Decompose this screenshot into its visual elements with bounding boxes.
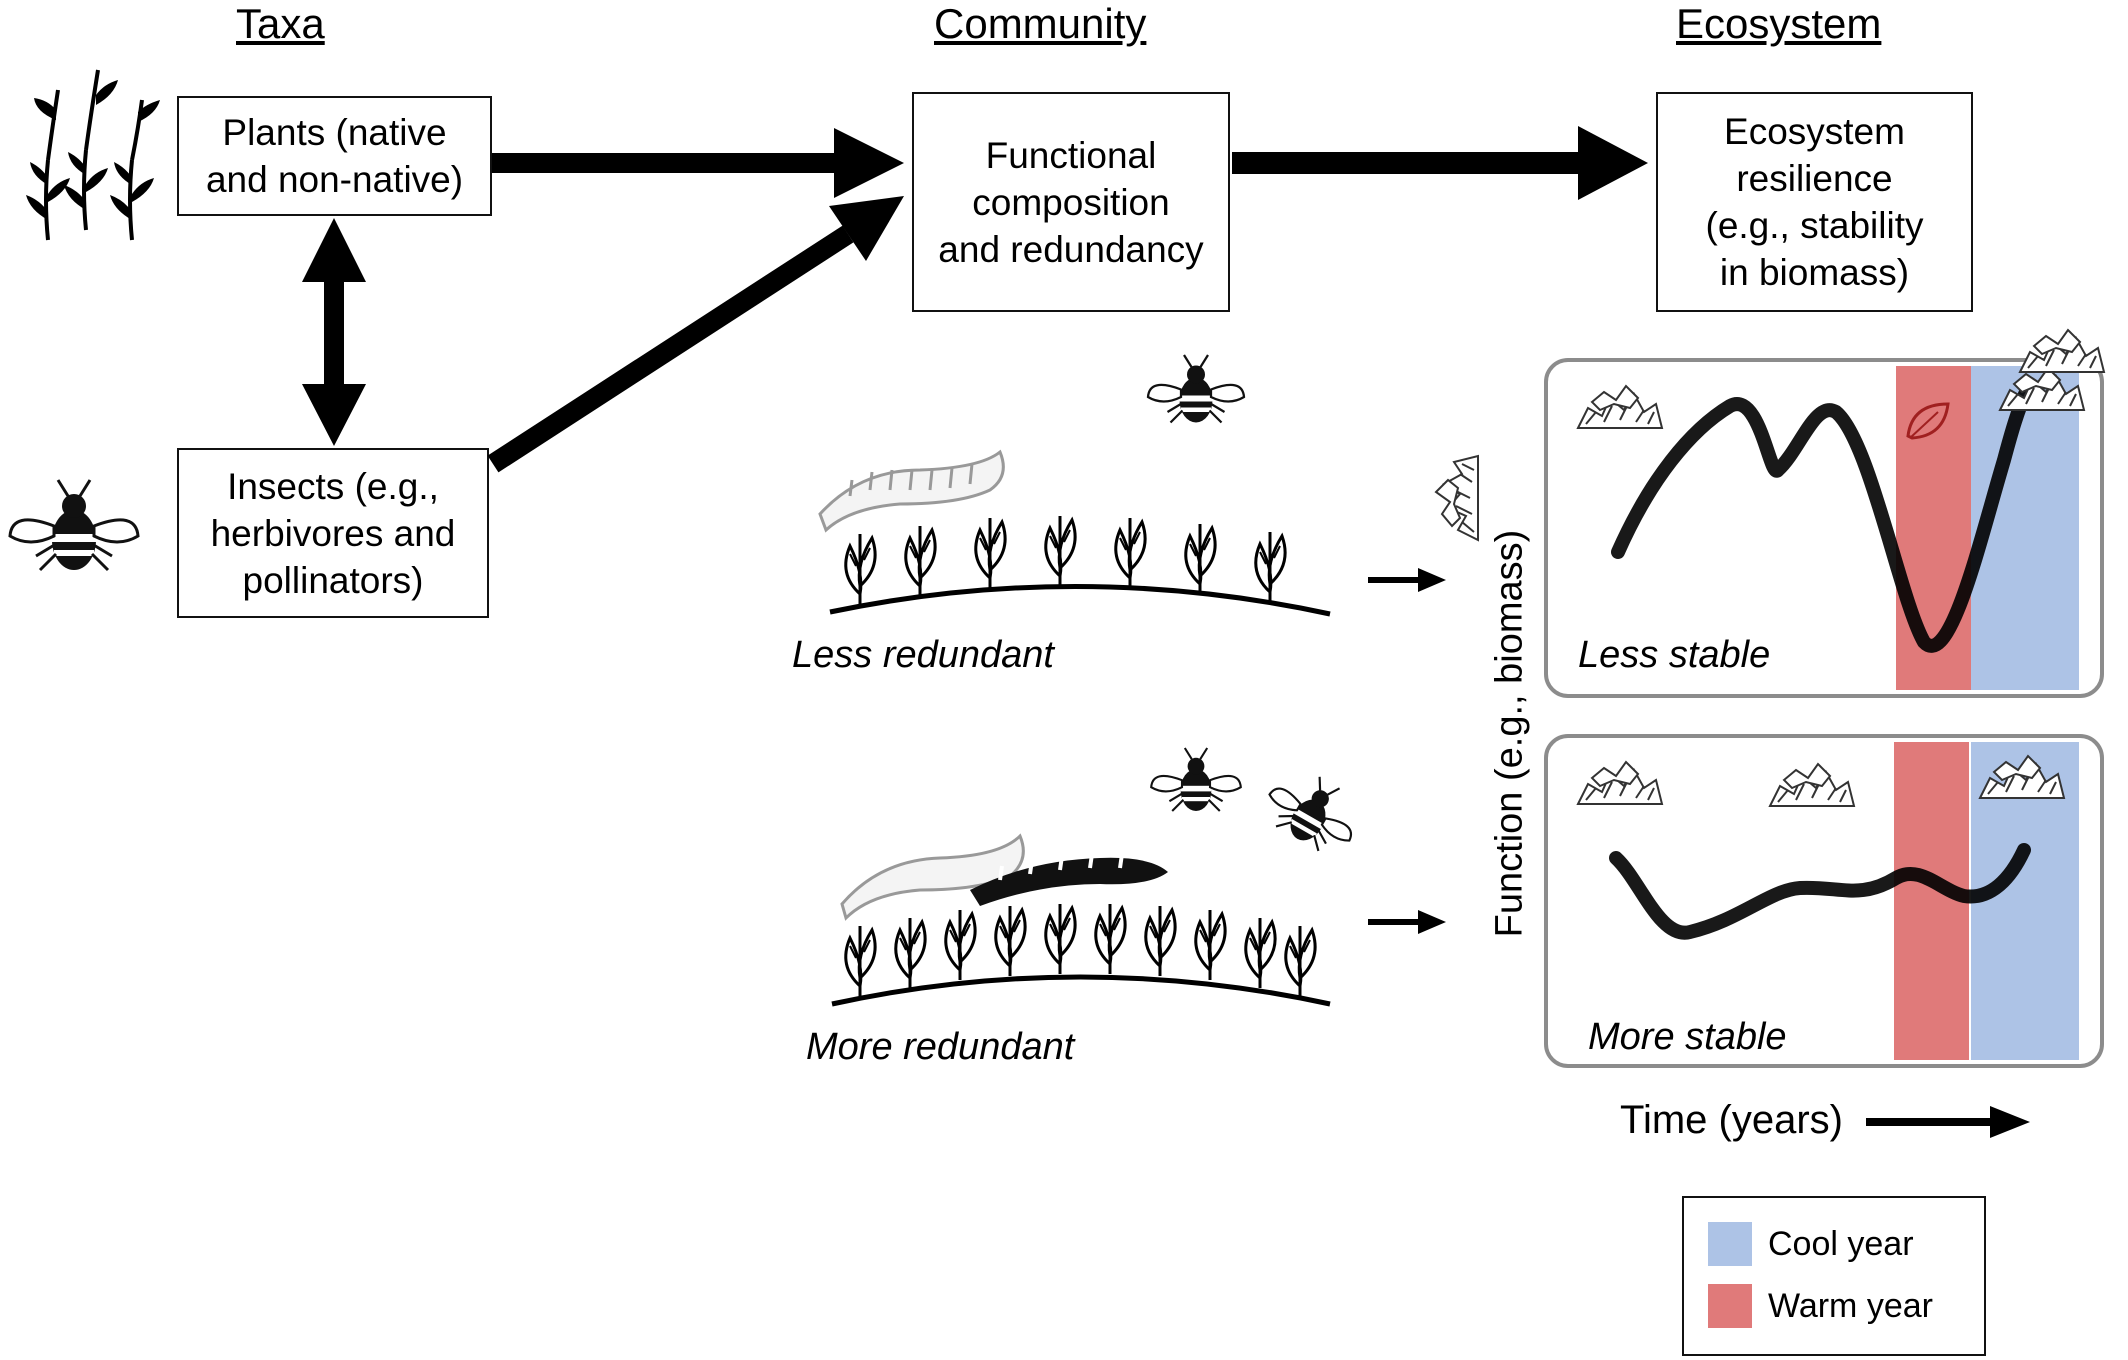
arrow-insects-to-functional xyxy=(487,196,904,473)
arrow-more-to-plot xyxy=(1368,910,1446,934)
plants-box-label: Plants (native and non-native) xyxy=(205,112,464,200)
biomass-pile-icon xyxy=(1435,455,1479,541)
warm-year-swatch xyxy=(1708,1284,1752,1328)
more-stable-plot xyxy=(1544,734,2104,1068)
functional-composition-label: Functional composition and redundancy xyxy=(938,134,1204,270)
bee-icon xyxy=(8,478,140,572)
less-stable-plot xyxy=(1544,329,2105,698)
functional-composition-box: Functional composition and redundancy xyxy=(912,92,1230,312)
heading-taxa: Taxa xyxy=(236,0,325,47)
caterpillar-icon xyxy=(970,853,1168,906)
less-stable-label: Less stable xyxy=(1578,634,1771,676)
ecosystem-resilience-box: Ecosystem resilience (e.g., stability in… xyxy=(1656,92,1973,312)
y-axis-label: Function (e.g., biomass) xyxy=(1488,529,1531,938)
bee-icon xyxy=(1256,758,1371,863)
heading-ecosystem: Ecosystem xyxy=(1676,0,1882,47)
legend-cool-row: Cool year xyxy=(1708,1222,1914,1266)
insects-box-label: Insects (e.g., herbivores and pollinator… xyxy=(210,465,456,601)
less-stable-curve xyxy=(1611,385,2033,653)
plants-box: Plants (native and non-native) xyxy=(177,96,492,216)
less-redundant-label: Less redundant xyxy=(792,634,1054,676)
leaf-icon xyxy=(1906,402,1950,440)
more-redundant-label: More redundant xyxy=(806,1026,1075,1068)
warm-year-band xyxy=(1896,366,1971,690)
legend: Cool year Warm year xyxy=(1682,1196,1986,1356)
bee-icon xyxy=(1150,746,1242,813)
more-redundant-community-drawing xyxy=(831,746,1371,1007)
less-redundant-community-drawing xyxy=(818,353,1331,617)
x-axis-label: Time (years) xyxy=(1620,1098,1843,1142)
warm-year-label: Warm year xyxy=(1768,1286,1933,1325)
arrow-plants-to-functional xyxy=(492,128,904,198)
time-axis-arrow xyxy=(1866,1106,2030,1138)
more-stable-curve xyxy=(1609,843,2031,940)
arrow-less-to-plot xyxy=(1368,568,1446,592)
bee-icon xyxy=(1146,353,1246,424)
caterpillar-icon xyxy=(818,449,1005,533)
arrow-functional-to-resilience xyxy=(1232,126,1648,200)
arrow-plants-insects-bidirectional xyxy=(302,218,366,446)
more-stable-label: More stable xyxy=(1588,1016,1787,1058)
warm-year-band xyxy=(1894,742,1969,1060)
plant-sprig-icon xyxy=(24,69,160,242)
caterpillar-icon xyxy=(840,833,1025,921)
ecosystem-resilience-label: Ecosystem resilience (e.g., stability in… xyxy=(1705,111,1924,293)
insects-box: Insects (e.g., herbivores and pollinator… xyxy=(177,448,489,618)
legend-warm-row: Warm year xyxy=(1708,1284,1933,1328)
heading-community: Community xyxy=(934,0,1147,47)
cool-year-swatch xyxy=(1708,1222,1752,1266)
cool-year-label: Cool year xyxy=(1768,1224,1914,1263)
